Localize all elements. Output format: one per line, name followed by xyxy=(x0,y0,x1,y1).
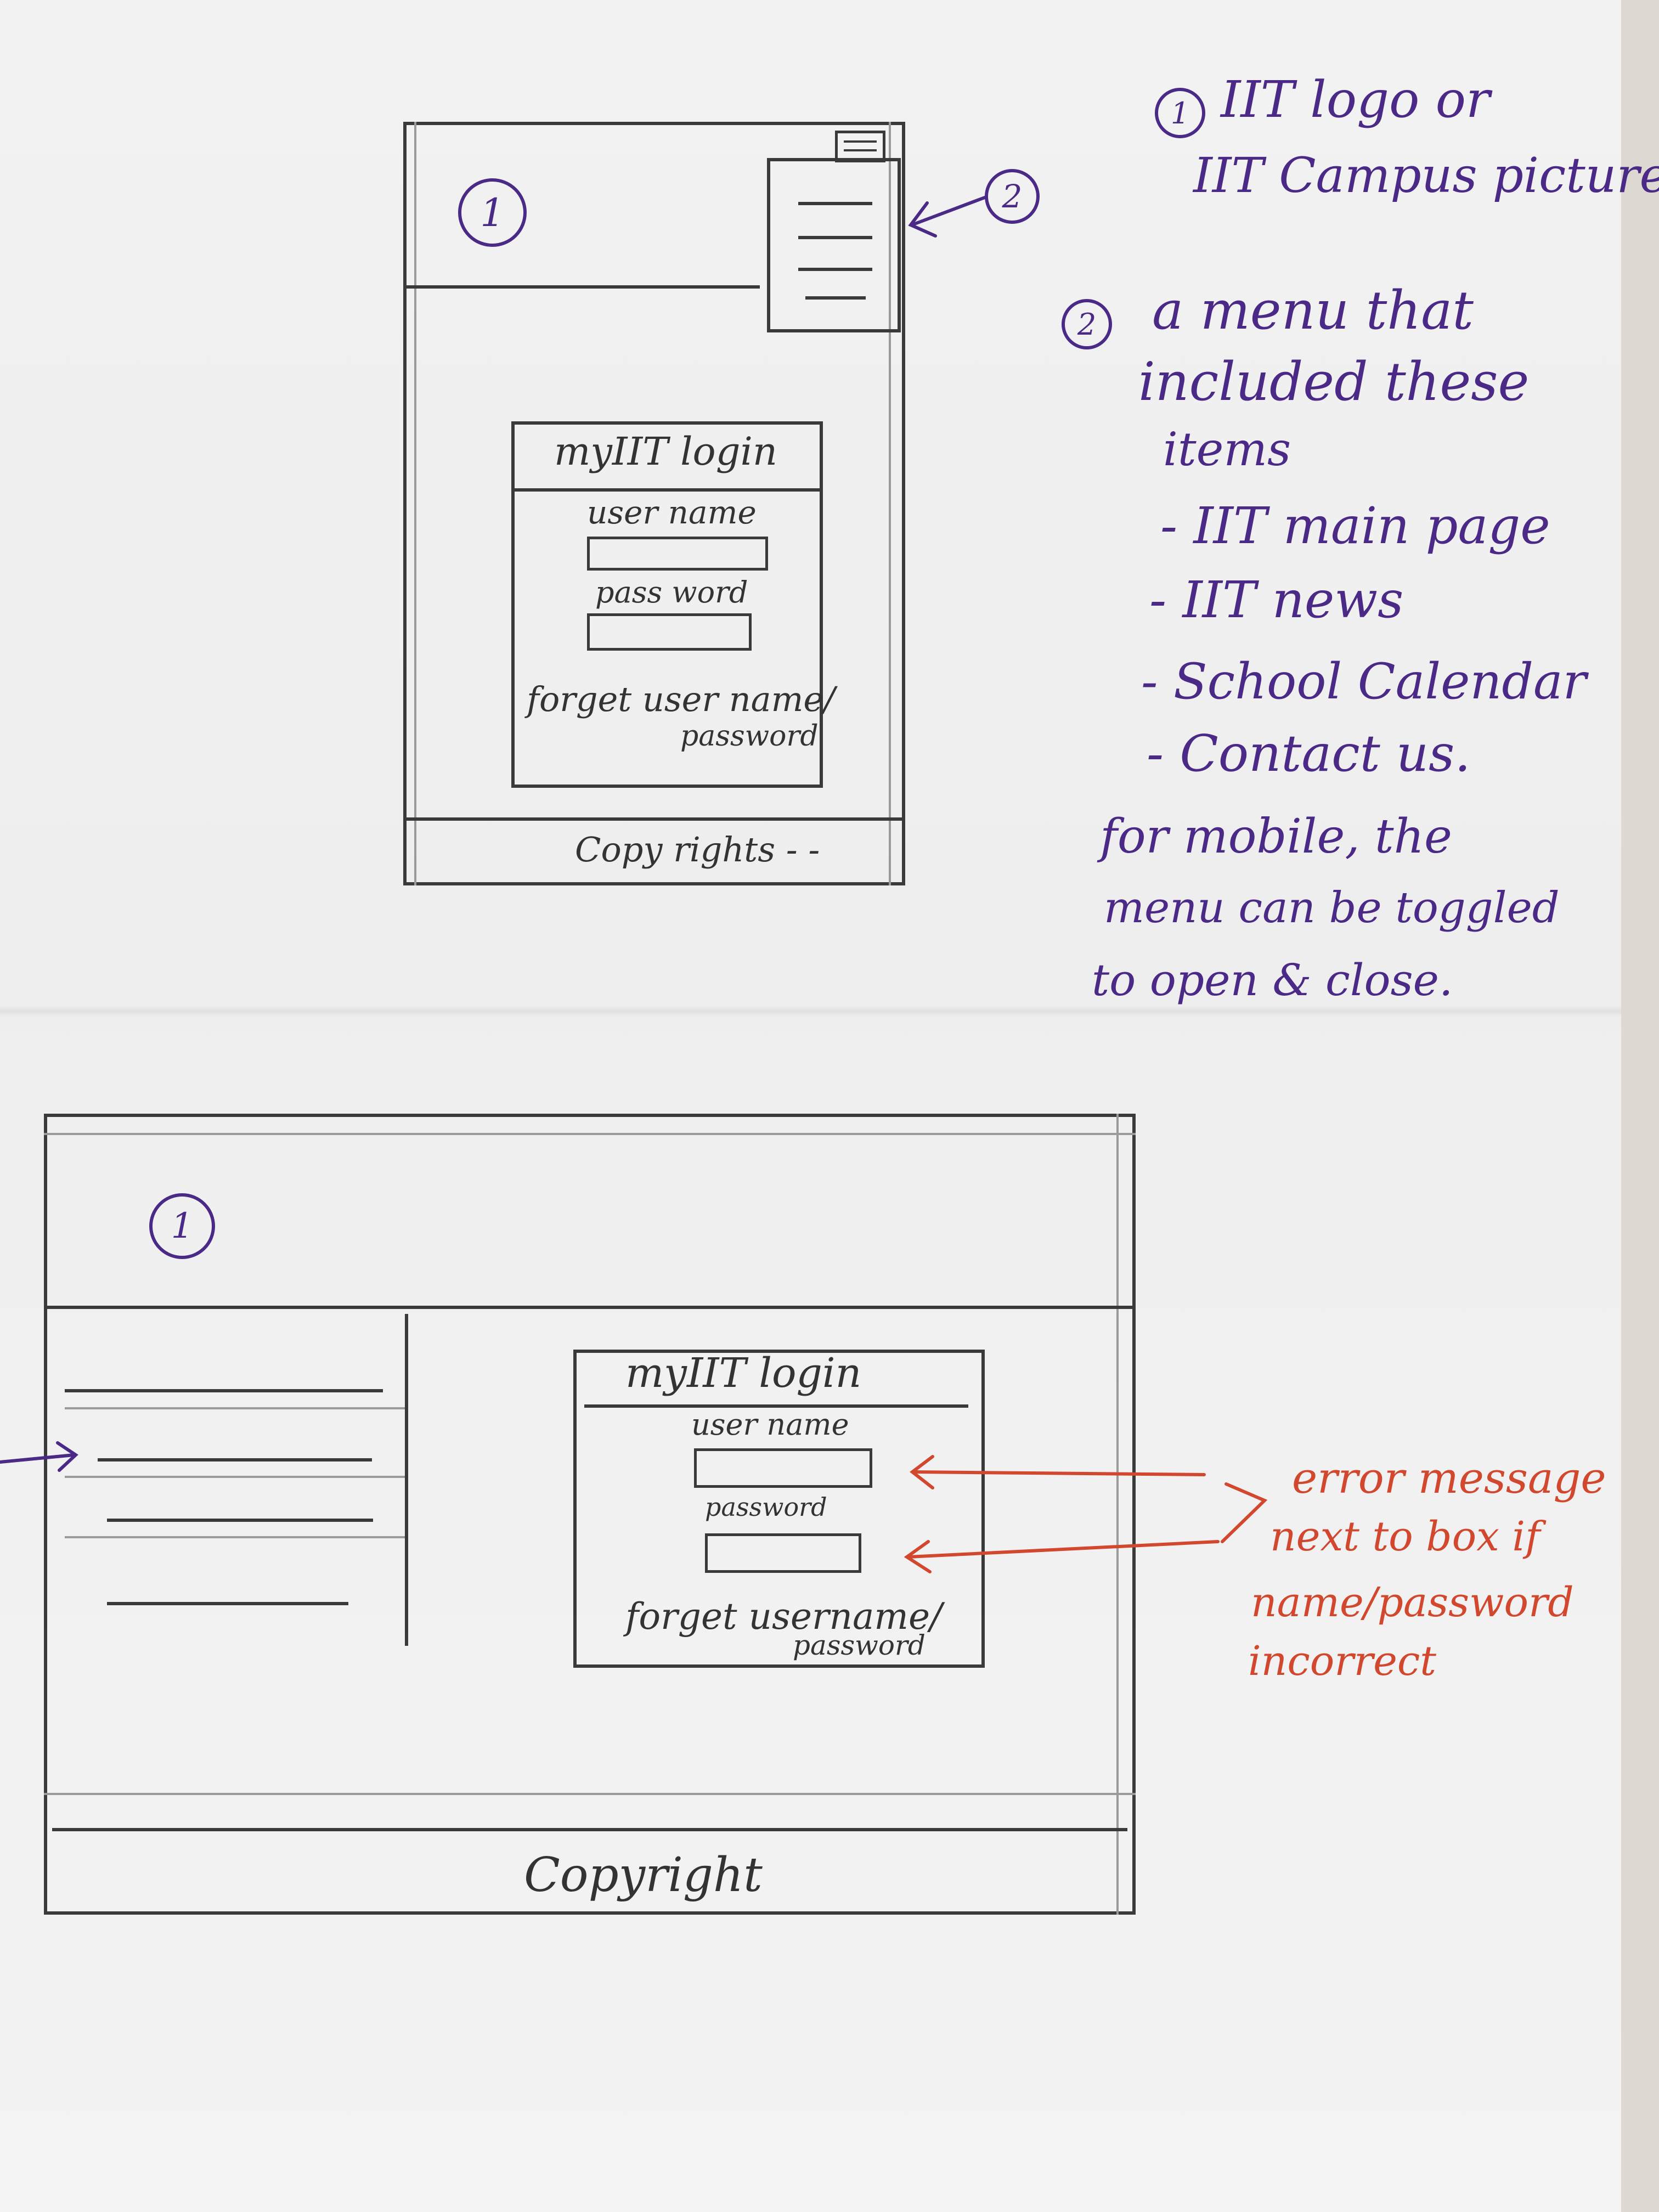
note-menu-item-3: - School Calendar xyxy=(1141,653,1587,710)
desktop-login-box xyxy=(573,1350,985,1668)
desktop-frame xyxy=(44,1114,1136,1915)
mobile-header-divider xyxy=(403,285,760,289)
mobile-login-divider xyxy=(511,488,823,492)
mobile-menu-marker: 2 xyxy=(985,169,1040,224)
sidebar-arrow xyxy=(0,1441,78,1472)
marker-text: 1 xyxy=(480,190,505,235)
mobile-note-line2: menu can be toggled xyxy=(1104,883,1560,933)
marker-text: 1 xyxy=(1170,95,1190,131)
desktop-frame-inner-top xyxy=(44,1133,1136,1135)
desktop-footer-divider xyxy=(52,1828,1127,1831)
mobile-footer-divider xyxy=(403,817,905,821)
mobile-menu-panel[interactable] xyxy=(767,158,901,332)
note-menu-item-2: - IIT news xyxy=(1149,571,1404,629)
mobile-forgot-link-line2[interactable]: password xyxy=(680,720,819,753)
desktop-sidebar-divider xyxy=(405,1314,408,1646)
error-note-line4: incorrect xyxy=(1248,1638,1437,1685)
mobile-frame-inner-right xyxy=(889,122,891,885)
note2-line1: a menu that xyxy=(1152,280,1474,341)
note2-marker: 2 xyxy=(1062,299,1112,349)
desktop-frame-inner-right xyxy=(1116,1114,1119,1915)
desktop-username-input[interactable] xyxy=(694,1448,872,1488)
mobile-header-marker: 1 xyxy=(458,178,527,247)
error-arrows xyxy=(904,1455,1268,1573)
hamburger-line xyxy=(844,140,877,143)
error-note-line2: next to box if xyxy=(1270,1513,1541,1560)
sidebar-guide-line xyxy=(65,1407,405,1409)
mobile-note-line3: to open & close. xyxy=(1092,955,1453,1006)
sidebar-item-line[interactable] xyxy=(107,1602,348,1605)
menu-item-line[interactable] xyxy=(805,296,866,300)
desktop-forgot-link[interactable]: forget username/ xyxy=(625,1595,943,1638)
marker-text: 2 xyxy=(1002,178,1023,215)
mobile-forgot-link[interactable]: forget user name/ xyxy=(527,679,835,719)
desktop-footer-copyright: Copyright xyxy=(524,1848,763,1903)
mobile-password-input[interactable] xyxy=(587,613,752,651)
mobile-frame xyxy=(403,122,905,885)
note2-line3: items xyxy=(1163,422,1291,476)
menu-item-line[interactable] xyxy=(798,236,872,239)
desktop-footer-guide xyxy=(44,1793,1136,1795)
mobile-note-line1: for mobile, the xyxy=(1100,809,1452,864)
menu-item-line[interactable] xyxy=(798,202,872,205)
mobile-footer-copyright: Copy rights - - xyxy=(575,830,820,870)
desktop-login-divider xyxy=(584,1404,968,1408)
note-menu-item-4: - Contact us. xyxy=(1147,724,1471,783)
mobile-login-title: myIIT login xyxy=(554,429,777,474)
desktop-header-divider xyxy=(44,1306,1136,1309)
mobile-username-input[interactable] xyxy=(587,537,768,571)
note1-marker: 1 xyxy=(1155,88,1205,138)
sidebar-guide-line xyxy=(65,1476,405,1478)
sidebar-guide-line xyxy=(65,1536,405,1538)
sidebar-item-line[interactable] xyxy=(107,1519,373,1522)
marker-text: 2 xyxy=(1077,307,1097,342)
mobile-frame-inner-left xyxy=(414,122,416,885)
mobile-username-label: user name xyxy=(587,494,757,531)
desktop-username-label: user name xyxy=(691,1407,849,1442)
hamburger-menu-icon[interactable] xyxy=(835,131,885,162)
sidebar-item-line[interactable] xyxy=(65,1389,383,1392)
desktop-password-label: password xyxy=(705,1492,827,1522)
error-note-line3: name/password xyxy=(1251,1579,1574,1626)
desktop-header-marker: 1 xyxy=(149,1193,215,1259)
desktop-forgot-link-line2[interactable]: password xyxy=(793,1629,926,1661)
paper-sheet xyxy=(0,0,1621,2212)
paper-fold xyxy=(0,1005,1621,1017)
desktop-login-title: myIIT login xyxy=(625,1350,862,1397)
mobile-password-label: pass word xyxy=(595,575,748,610)
note1-line2: IIT Campus picture xyxy=(1193,147,1659,204)
error-note-line1: error message xyxy=(1292,1454,1606,1503)
menu-item-line[interactable] xyxy=(798,268,872,271)
note2-line2: included these xyxy=(1138,351,1530,413)
sidebar-item-line[interactable] xyxy=(98,1458,372,1462)
hamburger-line xyxy=(844,149,877,151)
mobile-login-box xyxy=(511,421,823,788)
menu-note-arrow xyxy=(908,196,986,238)
note1-line1: IIT logo or xyxy=(1221,70,1490,129)
desktop-password-input[interactable] xyxy=(705,1533,861,1573)
marker-text: 1 xyxy=(171,1206,194,1246)
note-menu-item-1: - IIT main page xyxy=(1160,496,1550,555)
